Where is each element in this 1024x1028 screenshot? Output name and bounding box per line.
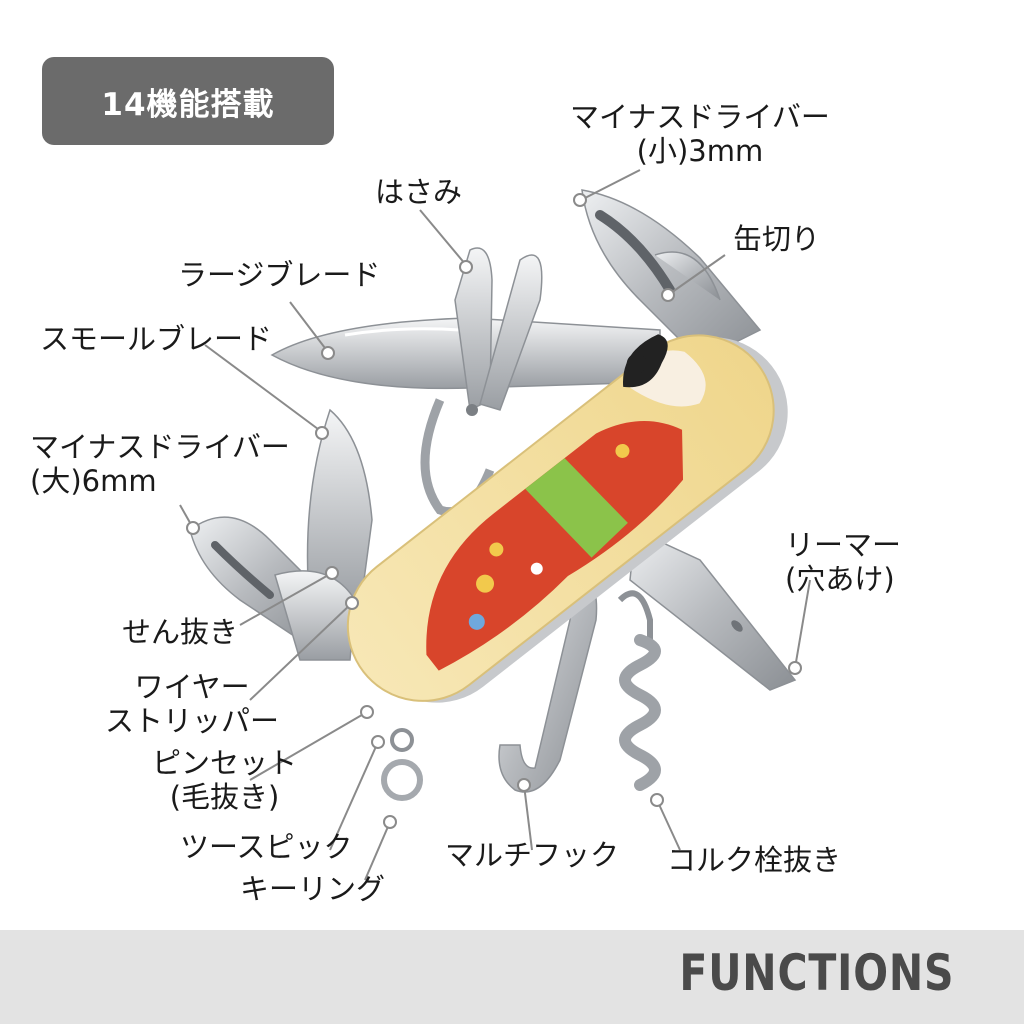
label-wire-stripper-line1: ワイヤー [134, 670, 250, 704]
label-corkscrew: コルク栓抜き [667, 843, 842, 877]
label-large-blade: ラージブレード [178, 258, 381, 292]
label-large-screwdriver-line1: マイナスドライバー [30, 430, 290, 464]
feature-count-badge: 14機能搭載 [42, 57, 334, 145]
label-key-ring: キーリング [240, 872, 386, 906]
leader-dots [186, 193, 802, 829]
label-wire-stripper: ワイヤー ストリッパー [105, 670, 279, 738]
label-wire-stripper-line2: ストリッパー [105, 704, 280, 738]
label-toothpick: ツースピック [180, 830, 353, 864]
label-small-blade: スモールブレード [40, 322, 273, 356]
label-tweezers: ピンセット (毛抜き) [152, 746, 297, 814]
scissors-tool [420, 247, 543, 516]
label-small-screwdriver-line1: マイナスドライバー [570, 100, 830, 134]
footer-title: FUNCTIONS [678, 944, 954, 1002]
label-small-screwdriver: マイナスドライバー (小)3mm [570, 100, 830, 168]
label-multi-hook: マルチフック [445, 838, 620, 872]
label-large-screwdriver: マイナスドライバー (大)6mm [30, 430, 290, 498]
label-reamer-line1: リーマー [785, 528, 902, 562]
label-tweezers-line1: ピンセット [152, 746, 298, 780]
label-scissors: はさみ [375, 175, 463, 209]
leader-lines [179, 169, 811, 881]
label-bottle-opener: せん抜き [122, 615, 239, 649]
reamer-tool [629, 528, 797, 691]
label-reamer: リーマー (穴あけ) [785, 528, 901, 596]
label-can-opener: 缶切り [733, 222, 821, 256]
key-ring [381, 728, 423, 801]
multi-hook-tool [498, 569, 598, 793]
label-small-screwdriver-line2: (小)3mm [636, 134, 764, 168]
footer-bar: FUNCTIONS [0, 930, 1024, 1024]
label-large-screwdriver-line2: (大)6mm [30, 464, 157, 498]
knife-handle [346, 334, 788, 703]
label-tweezers-line2: (毛抜き) [169, 780, 280, 814]
corkscrew-tool [617, 590, 661, 791]
label-reamer-line2: (穴あけ) [785, 562, 895, 596]
